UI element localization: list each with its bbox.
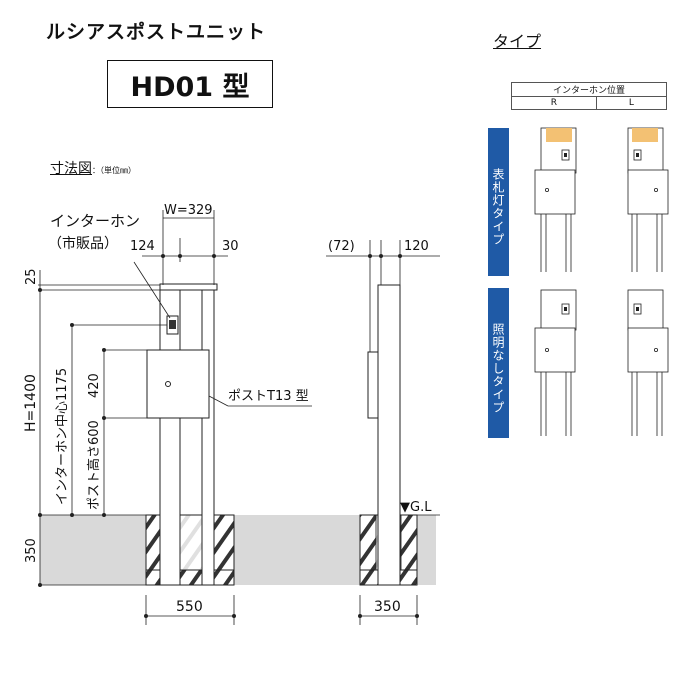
dim-top: 25 (24, 268, 39, 285)
type-thumbnails (534, 127, 669, 436)
type-heading: タイプ (493, 32, 542, 51)
dim-height: H=1400 (23, 374, 39, 432)
front-top-bar (159, 283, 218, 291)
dim-right-offset: 30 (222, 239, 239, 254)
intercom-note: （市販品） (48, 235, 118, 252)
thumb-lamp-l (627, 127, 669, 272)
dimensions-unit: （単位㎜） (100, 166, 136, 175)
side-post (377, 284, 401, 586)
intercom-label: インターホン (50, 212, 140, 230)
intercom-position-l: L (595, 96, 668, 110)
dimensions-separator: ： (92, 166, 100, 175)
thumb-nolight-r (534, 289, 577, 436)
dim-left-offset: 124 (130, 239, 155, 254)
side-post-box (367, 351, 379, 419)
no-light-type-band: 照明なしタイプ (488, 288, 509, 438)
dim-side-right: 120 (404, 239, 429, 254)
dim-intercom-center: インターホン中心1175 (55, 368, 70, 505)
front-view: W=329 124 30 インターホン （市販品） ポストT13 型 550 2… (23, 203, 335, 625)
dim-width: W=329 (164, 203, 213, 218)
post-label: ポストT13 型 (228, 389, 309, 404)
dim-side-left: (72) (328, 239, 355, 254)
dimensions-heading-text: 寸法図 (50, 161, 92, 177)
dim-post-height: ポスト高さ600 (86, 420, 102, 510)
side-view: (72) 120 ▼G.L 350 (323, 239, 440, 625)
model-label: HD01 型 (107, 60, 273, 108)
dimensions-heading: 寸法図：（単位㎜） (50, 158, 136, 178)
thumb-nolight-l (627, 289, 669, 436)
dim-side-foundation-width: 350 (374, 599, 401, 615)
intercom-position-table: インターホン位置 R L (511, 82, 668, 110)
dim-foundation-depth: 350 (24, 538, 39, 563)
thumb-lamp-r (534, 127, 577, 272)
lamp-type-band: 表札灯タイプ (488, 128, 509, 276)
product-title: ルシアスポストユニット (46, 21, 267, 43)
gl-label: ▼G.L (400, 500, 432, 515)
front-post-right (201, 284, 215, 586)
dim-foundation-width: 550 (176, 599, 203, 615)
front-post-box (146, 349, 210, 419)
dim-post-span: 420 (87, 373, 102, 398)
